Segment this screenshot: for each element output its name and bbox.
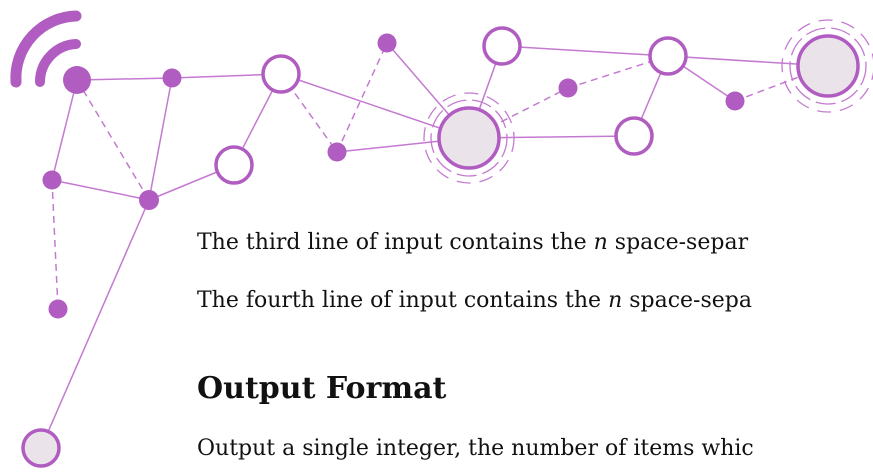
input-line-third: The third line of input contains the n s… [197, 232, 748, 254]
wifi-icon [10, 10, 82, 88]
line-fourth-after: space-sepa [622, 288, 752, 313]
hub-node-right [781, 19, 873, 113]
math-var-n: n [593, 230, 608, 255]
line-third-before: The third line of input contains the [197, 230, 594, 255]
network-node-bottom [21, 428, 61, 468]
network-hollow-nodes [214, 26, 688, 185]
hub-node-center [423, 92, 515, 184]
line-fourth-before: The fourth line of input contains the [197, 288, 609, 313]
output-description: Output a single integer, the number of i… [197, 436, 754, 461]
input-line-fourth: The fourth line of input contains the n … [197, 290, 752, 312]
network-edges [40, 42, 829, 449]
line-third-after: space-separ [607, 230, 749, 255]
section-heading-output-format: Output Format [197, 371, 447, 406]
math-var-n: n [608, 288, 623, 313]
network-dot-nodes [42, 33, 745, 319]
